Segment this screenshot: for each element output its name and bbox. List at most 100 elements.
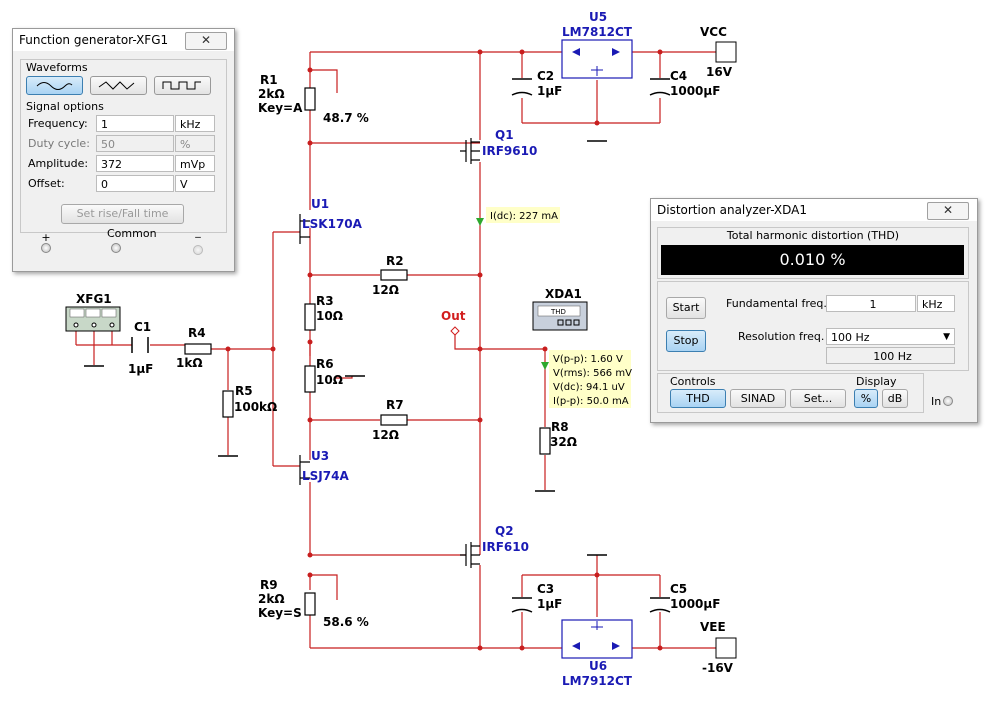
triangle-wave-icon[interactable] (90, 76, 147, 95)
terminal-common-icon[interactable] (111, 243, 121, 253)
c3-ref: C3 (537, 582, 554, 596)
stop-button[interactable]: Stop (666, 330, 706, 352)
r3-ref: R3 (316, 294, 334, 308)
probe-vpp: V(p-p): 1.60 V (553, 354, 623, 365)
offset-unit[interactable]: V (175, 175, 215, 192)
terminal-plus-icon[interactable] (41, 243, 51, 253)
probe-idc[interactable]: I(dc): 227 mA (476, 207, 560, 226)
resolution-freq-selected: 100 Hz (831, 331, 870, 344)
function-generator-window[interactable]: Function generator-XFG1 ✕ Waveforms Sign… (12, 28, 235, 272)
display-label: Display (856, 375, 897, 388)
terminal-minus-icon[interactable] (193, 245, 203, 255)
u5-ref: U5 (589, 10, 607, 24)
resolution-freq-select[interactable]: 100 Hz ▼ (826, 328, 955, 345)
probe-vrms: V(rms): 566 mV (553, 368, 632, 379)
frequency-input[interactable]: 1 (96, 115, 174, 132)
vee-source[interactable]: VEE -16V (700, 620, 737, 675)
duty-cycle-label: Duty cycle: (28, 137, 90, 150)
display-db-button[interactable]: dB (882, 389, 908, 408)
r6-ref: R6 (316, 357, 334, 371)
fundamental-freq-unit[interactable]: kHz (917, 295, 955, 312)
regulator-u5[interactable]: U5 LM7812CT (561, 10, 633, 79)
fundamental-freq-label: Fundamental freq. (726, 297, 827, 310)
sine-wave-icon[interactable] (26, 76, 83, 95)
c2-ref: C2 (537, 69, 554, 83)
terminal-plus-label: + (41, 231, 51, 244)
probe-idc-text: I(dc): 227 mA (490, 211, 558, 222)
controls-label: Controls (670, 375, 716, 388)
dropdown-arrow-icon[interactable]: ▼ (943, 332, 950, 342)
thd-button[interactable]: THD (670, 389, 726, 408)
r2-ref: R2 (386, 254, 404, 268)
r2-value: 12Ω (372, 283, 399, 297)
u5-part: LM7812CT (562, 25, 633, 39)
vcc-source[interactable]: VCC 16V (700, 25, 737, 79)
close-x-icon[interactable]: ✕ (185, 32, 227, 50)
function-generator-icon[interactable]: XFG1 (65, 292, 121, 332)
xda1-ref: XDA1 (545, 287, 582, 301)
input-terminal-icon[interactable] (943, 396, 953, 406)
set-button[interactable]: Set... (790, 389, 846, 408)
offset-label: Offset: (28, 177, 65, 190)
out-label: Out (441, 309, 466, 323)
resistor-r4[interactable]: R4 1kΩ (176, 326, 206, 370)
set-rise-fall-button[interactable]: Set rise/Fall time (61, 204, 184, 224)
c4-value: 1000µF (670, 84, 720, 98)
r8-ref: R8 (551, 420, 569, 434)
amplitude-unit[interactable]: mVp (175, 155, 215, 172)
q1-ref: Q1 (495, 128, 514, 142)
r1-percent: 48.7 % (323, 111, 369, 125)
r9-percent: 58.6 % (323, 615, 369, 629)
distortion-analyzer-title: Distortion analyzer-XDA1 (651, 199, 977, 221)
offset-input[interactable]: 0 (96, 175, 174, 192)
frequency-unit[interactable]: kHz (175, 115, 215, 132)
amplitude-input[interactable]: 372 (96, 155, 174, 172)
start-button[interactable]: Start (666, 297, 706, 319)
vee-name: VEE (700, 620, 726, 634)
probe-out[interactable]: V(p-p): 1.60 V V(rms): 566 mV V(dc): 94.… (541, 350, 632, 408)
probe-ipp: I(p-p): 50.0 mA (553, 396, 629, 407)
c5-ref: C5 (670, 582, 687, 596)
u1-part: LSK170A (302, 217, 363, 231)
resolution-freq-label: Resolution freq. (738, 330, 825, 343)
fundamental-freq-input[interactable]: 1 (826, 295, 916, 312)
resistor-r2[interactable]: R2 12Ω (372, 254, 404, 297)
frequency-row: Frequency: 1 kHz (28, 115, 218, 133)
r4-value: 1kΩ (176, 356, 203, 370)
r4-ref: R4 (188, 326, 206, 340)
distortion-analyzer-icon[interactable]: XDA1 THD (532, 287, 588, 331)
regulator-u6[interactable]: U6 LM7912CT (561, 619, 633, 688)
close-x-icon[interactable]: ✕ (927, 202, 969, 220)
xda1-screen: THD (550, 308, 566, 316)
r3-value: 10Ω (316, 309, 343, 323)
display-percent-button[interactable]: % (854, 389, 878, 408)
waveforms-label: Waveforms (26, 61, 88, 74)
out-node[interactable]: Out (441, 309, 466, 336)
r8-value: 32Ω (550, 435, 577, 449)
square-wave-icon[interactable] (154, 76, 211, 95)
sinad-button[interactable]: SINAD (730, 389, 786, 408)
u1-ref: U1 (311, 197, 329, 211)
c4-ref: C4 (670, 69, 687, 83)
distortion-analyzer-window[interactable]: Distortion analyzer-XDA1 ✕ Total harmoni… (650, 198, 978, 423)
r5-value: 100kΩ (234, 400, 277, 414)
frequency-label: Frequency: (28, 117, 88, 130)
offset-row: Offset: 0 V (28, 175, 218, 193)
